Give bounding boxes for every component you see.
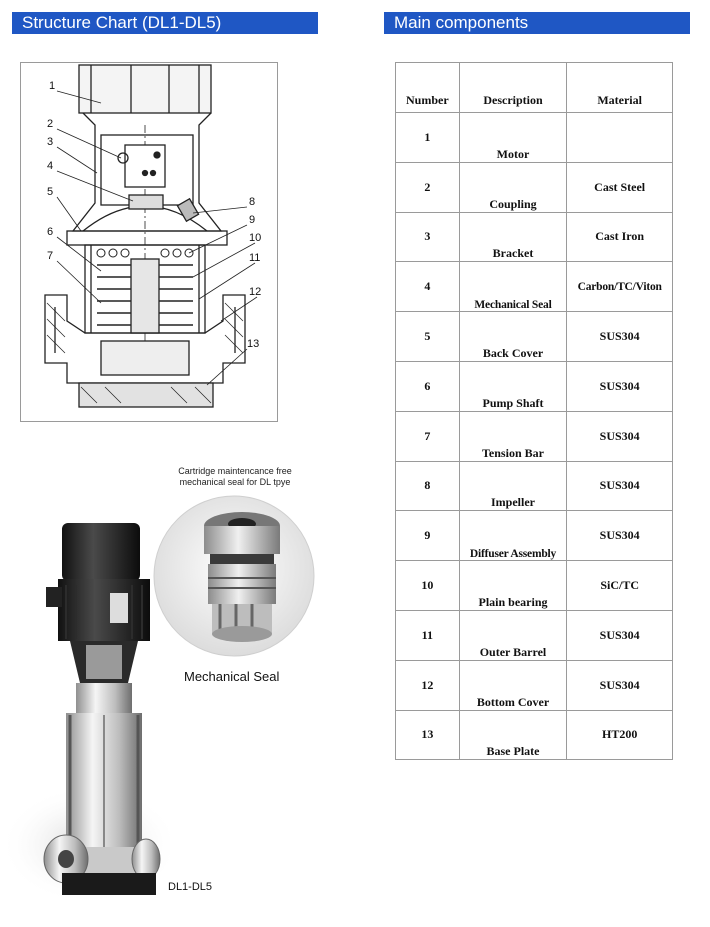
row-number: 10 <box>395 560 460 611</box>
row-description: Base Plate <box>458 709 568 761</box>
header-material: Material <box>566 62 673 113</box>
row-description: Back Cover <box>458 311 568 362</box>
row-number: 12 <box>395 659 460 711</box>
row-description: Motor <box>458 112 568 163</box>
callout-13: 13 <box>247 338 259 350</box>
callout-3: 3 <box>47 136 53 148</box>
callout-2: 2 <box>47 118 53 130</box>
callout-1: 1 <box>49 80 55 92</box>
row-number: 13 <box>395 709 460 761</box>
row-description: Impeller <box>458 460 568 512</box>
header-number: Number <box>395 62 460 113</box>
table-row: 11 Outer Barrel SUS304 <box>395 609 673 661</box>
table-row: 4 Mechanical Seal Carbon/TC/Viton <box>395 261 673 313</box>
callout-5: 5 <box>47 186 53 198</box>
callout-6: 6 <box>47 226 53 238</box>
row-number: 7 <box>395 410 460 462</box>
row-number: 8 <box>395 460 460 512</box>
row-material: SiC/TC <box>566 560 673 611</box>
table-row: 1 Motor <box>395 112 673 163</box>
mechanical-seal-photo <box>153 495 315 657</box>
mechanical-seal-label: Mechanical Seal <box>184 669 280 684</box>
row-number: 9 <box>395 510 460 562</box>
row-number: 2 <box>395 161 460 213</box>
row-material: Cast Steel <box>566 161 673 213</box>
callout-10: 10 <box>249 232 261 244</box>
callout-9: 9 <box>249 214 255 226</box>
row-material: SUS304 <box>566 311 673 362</box>
row-number: 1 <box>395 112 460 163</box>
model-label: DL1-DL5 <box>168 881 213 893</box>
row-material: Cast Iron <box>566 211 673 263</box>
row-description: Pump Shaft <box>458 360 568 412</box>
callout-12: 12 <box>249 286 261 298</box>
row-description: Mechanical Seal <box>458 261 568 313</box>
table-row: 5 Back Cover SUS304 <box>395 311 673 362</box>
table-row: 7 Tension Bar SUS304 <box>395 410 673 462</box>
row-description: Tension Bar <box>458 410 568 462</box>
table-row: 12 Bottom Cover SUS304 <box>395 659 673 711</box>
pump-cross-section-drawing: 1 2 3 4 5 6 7 8 9 10 11 12 13 <box>44 64 261 408</box>
callout-11: 11 <box>249 252 260 264</box>
row-description: Outer Barrel <box>458 609 568 661</box>
row-description: Diffuser Assembly <box>458 510 568 562</box>
table-row: 10 Plain bearing SiC/TC <box>395 560 673 611</box>
table-header-row: Number Description Material <box>395 62 673 113</box>
row-material: SUS304 <box>566 460 673 512</box>
row-material: SUS304 <box>566 510 673 562</box>
row-material: SUS304 <box>566 659 673 711</box>
row-material: SUS304 <box>566 410 673 462</box>
row-material: HT200 <box>566 709 673 761</box>
callout-7: 7 <box>47 250 53 262</box>
row-description: Bracket <box>458 211 568 263</box>
structure-diagram: 1 2 3 4 5 6 7 8 9 10 11 12 13 <box>20 62 278 422</box>
main-components-header: Main components <box>384 12 690 34</box>
table-row: 8 Impeller SUS304 <box>395 460 673 512</box>
row-number: 5 <box>395 311 460 362</box>
row-material <box>566 112 673 163</box>
row-material: SUS304 <box>566 360 673 412</box>
row-number: 3 <box>395 211 460 263</box>
row-number: 6 <box>395 360 460 412</box>
structure-chart-header: Structure Chart (DL1-DL5) <box>12 12 318 34</box>
seal-caption: Cartridge maintencance free mechanical s… <box>178 466 292 487</box>
callout-4: 4 <box>47 160 53 172</box>
table-row: 9 Diffuser Assembly SUS304 <box>395 510 673 562</box>
row-material: SUS304 <box>566 609 673 661</box>
table-row: 3 Bracket Cast Iron <box>395 211 673 263</box>
row-number: 11 <box>395 609 460 661</box>
pump-product-photo <box>0 523 170 905</box>
table-row: 6 Pump Shaft SUS304 <box>395 360 673 412</box>
row-number: 4 <box>395 261 460 313</box>
table-row: 2 Coupling Cast Steel <box>395 161 673 213</box>
components-table: Number Description Material 1 Motor 2 Co… <box>395 62 673 761</box>
table-row: 13 Base Plate HT200 <box>395 709 673 761</box>
row-description: Bottom Cover <box>458 659 568 711</box>
row-material: Carbon/TC/Viton <box>566 261 673 313</box>
row-description: Plain bearing <box>458 560 568 611</box>
row-description: Coupling <box>458 161 568 213</box>
callout-8: 8 <box>249 196 255 208</box>
header-description: Description <box>458 62 568 113</box>
